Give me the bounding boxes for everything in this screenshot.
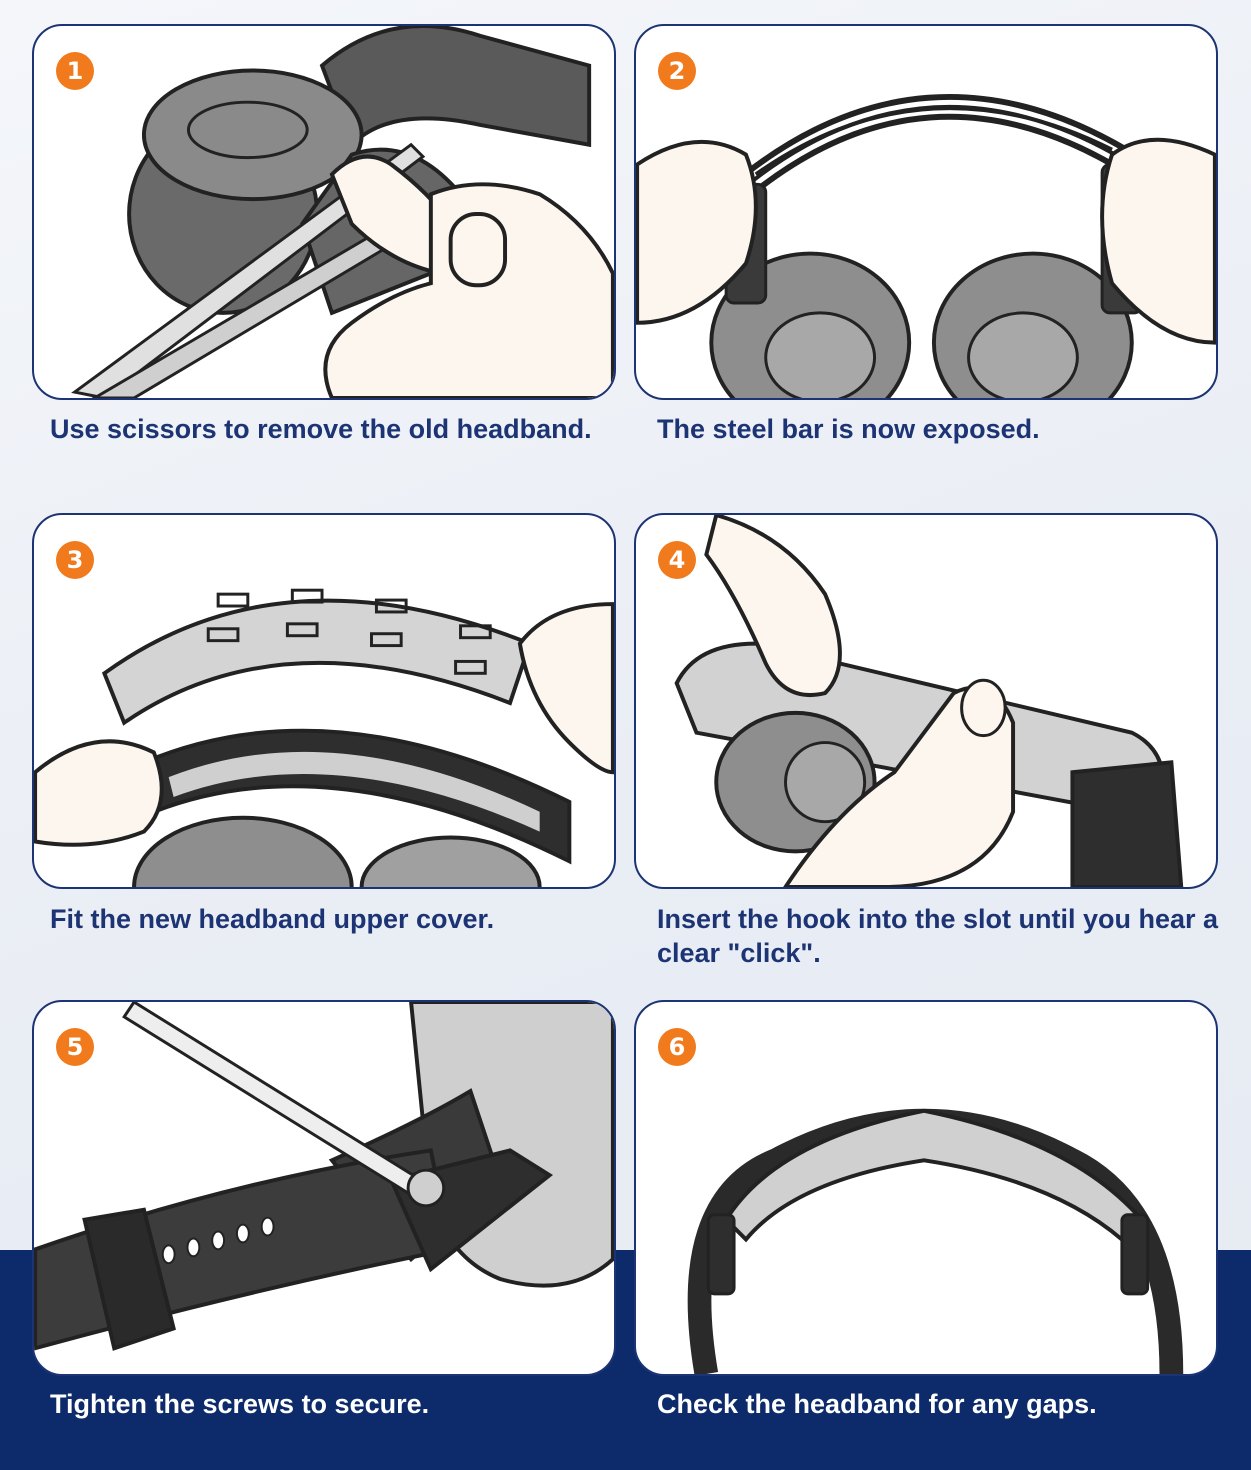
step-number-badge: 6 bbox=[658, 1028, 696, 1066]
step-5-illustration: 5 bbox=[32, 1000, 616, 1376]
step-5-caption: Tighten the screws to secure. bbox=[50, 1389, 430, 1419]
step-number-badge: 5 bbox=[56, 1028, 94, 1066]
step-3-caption: Fit the new headband upper cover. bbox=[50, 904, 495, 934]
step-number-badge: 1 bbox=[56, 52, 94, 90]
hook-insertion-illustration bbox=[674, 515, 1184, 887]
step-4-caption: Insert the hook into the slot until you … bbox=[657, 904, 1219, 968]
upper-cover-fitting-illustration bbox=[34, 588, 614, 887]
step-6-illustration: 6 bbox=[634, 1000, 1218, 1376]
step-2-illustration: 2 bbox=[634, 24, 1218, 400]
screw-tightening-illustration bbox=[34, 1002, 614, 1351]
step-2-caption: The steel bar is now exposed. bbox=[657, 414, 1040, 444]
step-4-illustration: 4 bbox=[634, 513, 1218, 889]
step-number-badge: 3 bbox=[56, 541, 94, 579]
finished-headband-illustration bbox=[687, 1108, 1184, 1374]
headband-cutting-illustration bbox=[71, 26, 614, 398]
step-number-badge: 2 bbox=[658, 52, 696, 90]
step-3-illustration: 3 bbox=[32, 513, 616, 889]
step-1-caption: Use scissors to remove the old headband. bbox=[50, 414, 592, 444]
step-6-caption: Check the headband for any gaps. bbox=[657, 1389, 1097, 1419]
step-number-badge: 4 bbox=[658, 541, 696, 579]
exposed-steel-bar-illustration bbox=[636, 94, 1216, 398]
step-1-illustration: 1 bbox=[32, 24, 616, 400]
